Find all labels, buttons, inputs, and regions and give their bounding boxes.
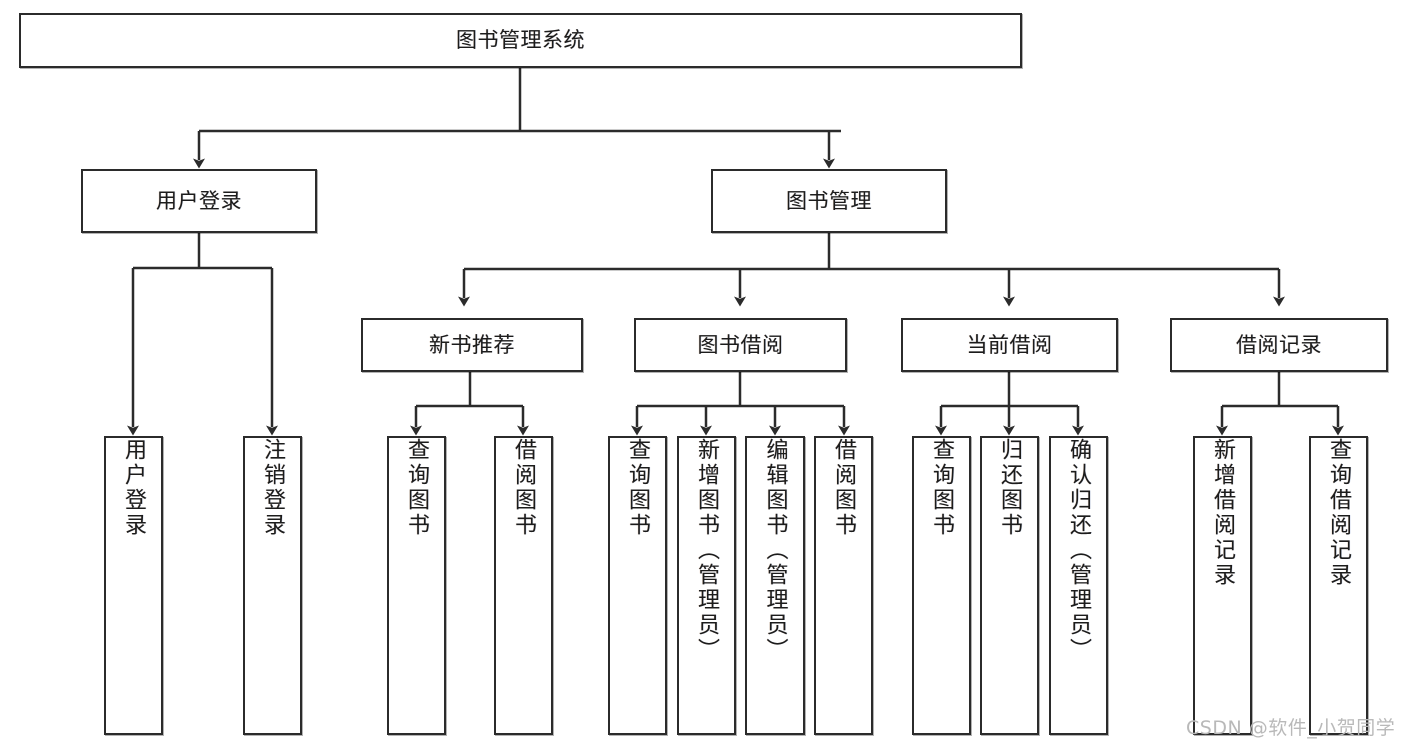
leaf-label: 确认归还（管理员） (1066, 438, 1092, 663)
node-book-borrow-label: 图书借阅 (697, 332, 784, 357)
node-new-book-recommend-label: 新书推荐 (429, 332, 515, 357)
node-current-borrow-label: 当前借阅 (966, 332, 1053, 357)
node-book-management[interactable]: 图书管理 (711, 169, 947, 233)
leaf-borrow-add-book-admin[interactable]: 新增图书（管理员） (677, 436, 736, 735)
leaf-label: 查询图书 (625, 438, 651, 538)
node-current-borrow[interactable]: 当前借阅 (901, 318, 1118, 372)
leaf-label: 归还图书 (997, 438, 1023, 538)
leaf-new-book-borrow[interactable]: 借阅图书 (494, 436, 553, 735)
leaf-label: 新增借阅记录 (1210, 438, 1236, 588)
leaf-borrow-query[interactable]: 查询图书 (608, 436, 667, 735)
node-book-borrow[interactable]: 图书借阅 (634, 318, 847, 372)
leaf-label: 用户登录 (121, 438, 147, 538)
leaf-current-return[interactable]: 归还图书 (980, 436, 1039, 735)
leaf-record-query[interactable]: 查询借阅记录 (1309, 436, 1368, 735)
leaf-label: 查询图书 (404, 438, 430, 538)
node-user-login-label: 用户登录 (156, 188, 242, 213)
leaf-label: 注销登录 (260, 438, 286, 538)
leaf-current-query[interactable]: 查询图书 (912, 436, 971, 735)
node-new-book-recommend[interactable]: 新书推荐 (361, 318, 583, 372)
node-borrow-record-label: 借阅记录 (1236, 332, 1322, 357)
leaf-user-login-logout[interactable]: 注销登录 (243, 436, 302, 735)
leaf-new-book-query[interactable]: 查询图书 (387, 436, 446, 735)
leaf-label: 查询图书 (929, 438, 955, 538)
csdn-watermark: CSDN @软件_小贺同学 (1186, 717, 1396, 739)
node-borrow-record[interactable]: 借阅记录 (1170, 318, 1388, 372)
node-user-login[interactable]: 用户登录 (81, 169, 317, 233)
leaf-current-confirm-return-admin[interactable]: 确认归还（管理员） (1049, 436, 1108, 735)
leaf-label: 新增图书（管理员） (694, 438, 720, 663)
leaf-borrow-borrow-book[interactable]: 借阅图书 (814, 436, 873, 735)
leaf-user-login-login[interactable]: 用户登录 (104, 436, 163, 735)
node-root-label: 图书管理系统 (456, 28, 585, 53)
leaf-label: 编辑图书（管理员） (762, 438, 788, 663)
node-root[interactable]: 图书管理系统 (19, 13, 1022, 68)
leaf-label: 借阅图书 (511, 438, 537, 538)
leaf-label: 借阅图书 (831, 438, 857, 538)
leaf-borrow-edit-book-admin[interactable]: 编辑图书（管理员） (745, 436, 805, 735)
leaf-record-add[interactable]: 新增借阅记录 (1193, 436, 1252, 735)
leaf-label: 查询借阅记录 (1326, 438, 1352, 588)
node-book-management-label: 图书管理 (786, 188, 872, 213)
